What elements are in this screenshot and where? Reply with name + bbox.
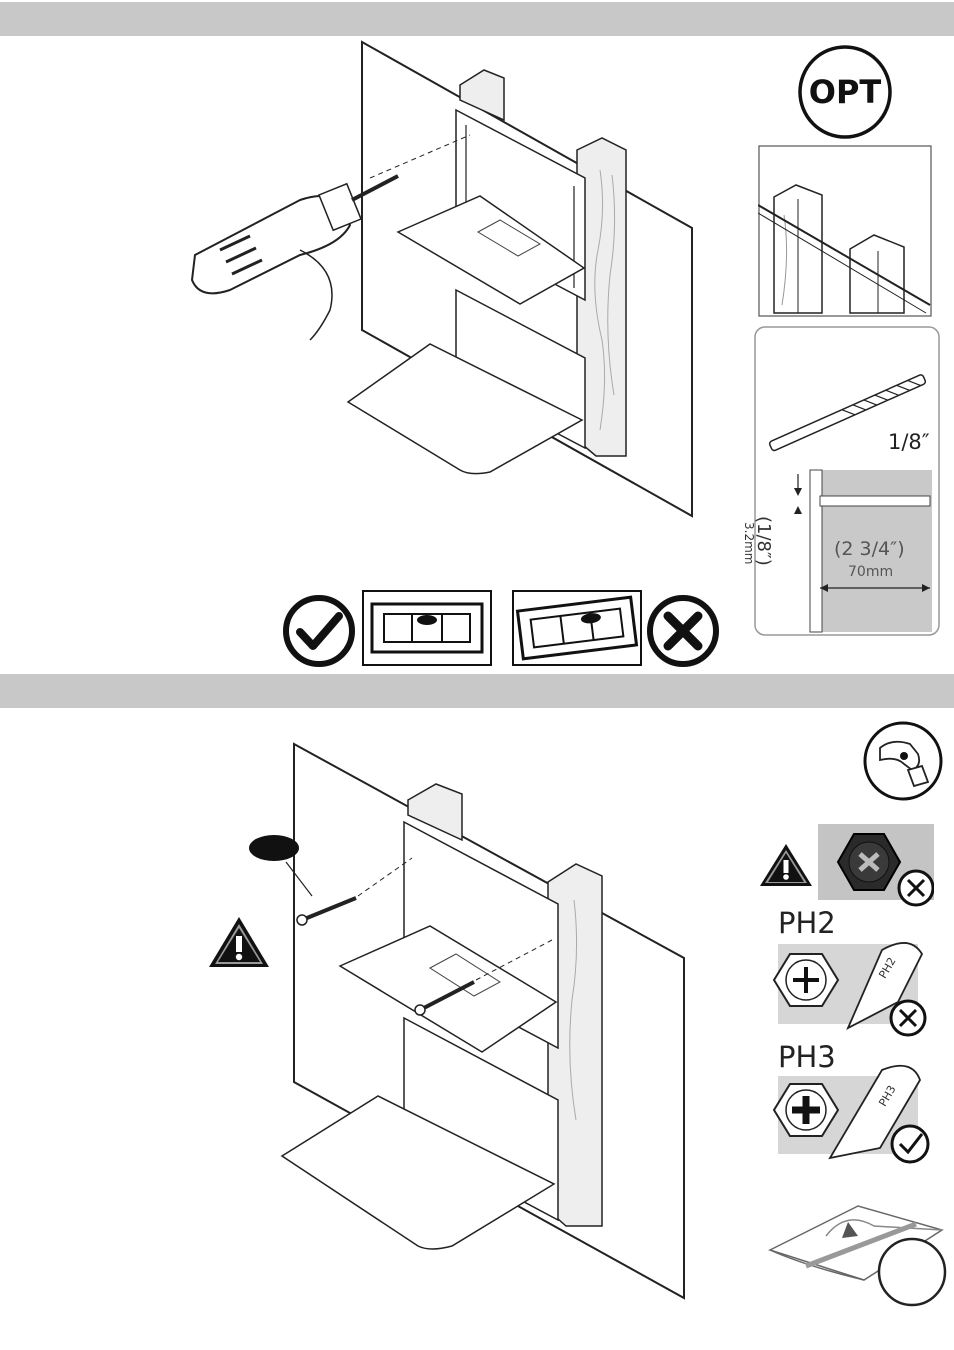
warning-icon xyxy=(206,914,272,970)
stud-detail-panel xyxy=(758,145,932,317)
socket-wrench-icon xyxy=(862,720,944,802)
ph2-bit-panel: PH2 xyxy=(770,930,932,1038)
opt-badge-text: OPT xyxy=(809,73,882,111)
see-next-page-icon xyxy=(766,1196,948,1308)
cross-icon xyxy=(646,594,720,668)
hole-depth-mm-label: 70mm xyxy=(848,564,893,580)
stud-detail-stud-a xyxy=(774,185,822,313)
warning-icon xyxy=(758,842,814,888)
ph3-bit-panel: PH3 xyxy=(770,1058,936,1166)
level-incorrect-icon xyxy=(512,590,642,666)
check-icon xyxy=(892,1126,928,1162)
pilot-hole xyxy=(820,496,930,506)
screw-mounting-illustration xyxy=(200,740,690,1310)
drilling-illustration xyxy=(180,36,720,526)
screw-head-photo xyxy=(818,824,934,908)
drill-bit-spec-panel: 1/8″ (1/8″) 3.2mm (2 3/4″) 70mm xyxy=(754,326,940,636)
page-number-circle xyxy=(879,1239,945,1305)
hole-depth-in-label: (2 3/4″) xyxy=(834,538,905,560)
step-2-header-band xyxy=(0,674,954,708)
check-icon xyxy=(282,594,356,668)
step-1-header-band xyxy=(0,2,954,36)
hole-diameter-mm-label: 3.2mm xyxy=(742,522,756,564)
level-correct-icon xyxy=(362,590,492,666)
part-callout-oval xyxy=(249,835,299,861)
opt-badge: OPT xyxy=(797,44,893,140)
drill-bit-size-label: 1/8″ xyxy=(888,430,930,454)
hole-diameter-in-label: (1/8″) xyxy=(753,516,774,566)
